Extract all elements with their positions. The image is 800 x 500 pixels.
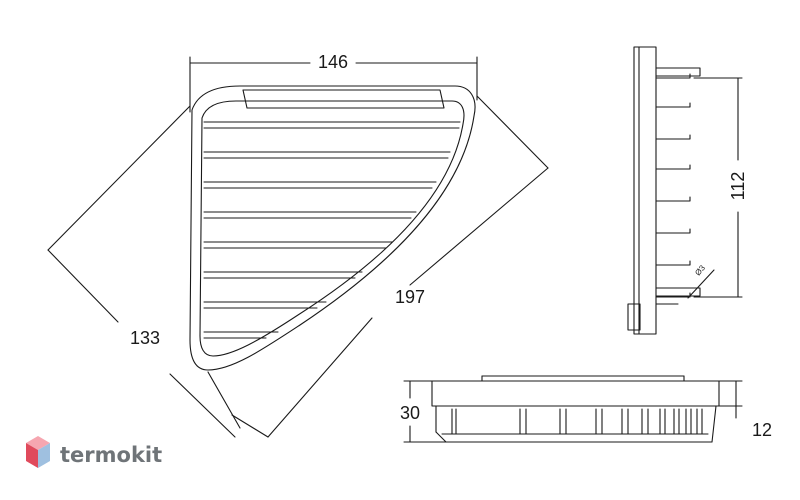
dim-left-diagonal-label: 133	[130, 328, 160, 348]
dim-width-label: 146	[318, 52, 348, 72]
front-top-bar	[431, 380, 720, 407]
dim-diameter-label: Ø3	[693, 263, 707, 277]
front-basket	[435, 405, 717, 443]
side-prongs	[655, 73, 691, 298]
side-hook	[627, 303, 641, 331]
shelf-slats	[203, 121, 461, 339]
diameter-leader	[687, 269, 715, 299]
shelf-outer-frame	[189, 85, 476, 371]
side-wall-plate	[633, 46, 657, 335]
dim-line-depth	[403, 380, 447, 443]
mount-plate	[242, 89, 445, 109]
dim-line-right-diagonal	[231, 95, 549, 438]
dim-right-diagonal-label: 197	[395, 287, 425, 307]
dim-height-label: 112	[728, 172, 748, 201]
brand-logo: termokit	[26, 436, 162, 468]
dim-line-left-diagonal	[47, 105, 241, 438]
side-view	[627, 46, 743, 335]
dim-rail-label: 12	[752, 420, 772, 440]
front-view	[403, 375, 743, 443]
dim-line-rail	[718, 380, 743, 419]
dim-line-height	[693, 77, 743, 298]
shelf-inner-frame	[199, 100, 465, 357]
dim-line-width	[189, 56, 478, 113]
cube-icon	[26, 436, 50, 468]
top-view	[47, 56, 549, 438]
dim-depth-label: 30	[400, 403, 420, 423]
brand-name: termokit	[60, 443, 162, 467]
